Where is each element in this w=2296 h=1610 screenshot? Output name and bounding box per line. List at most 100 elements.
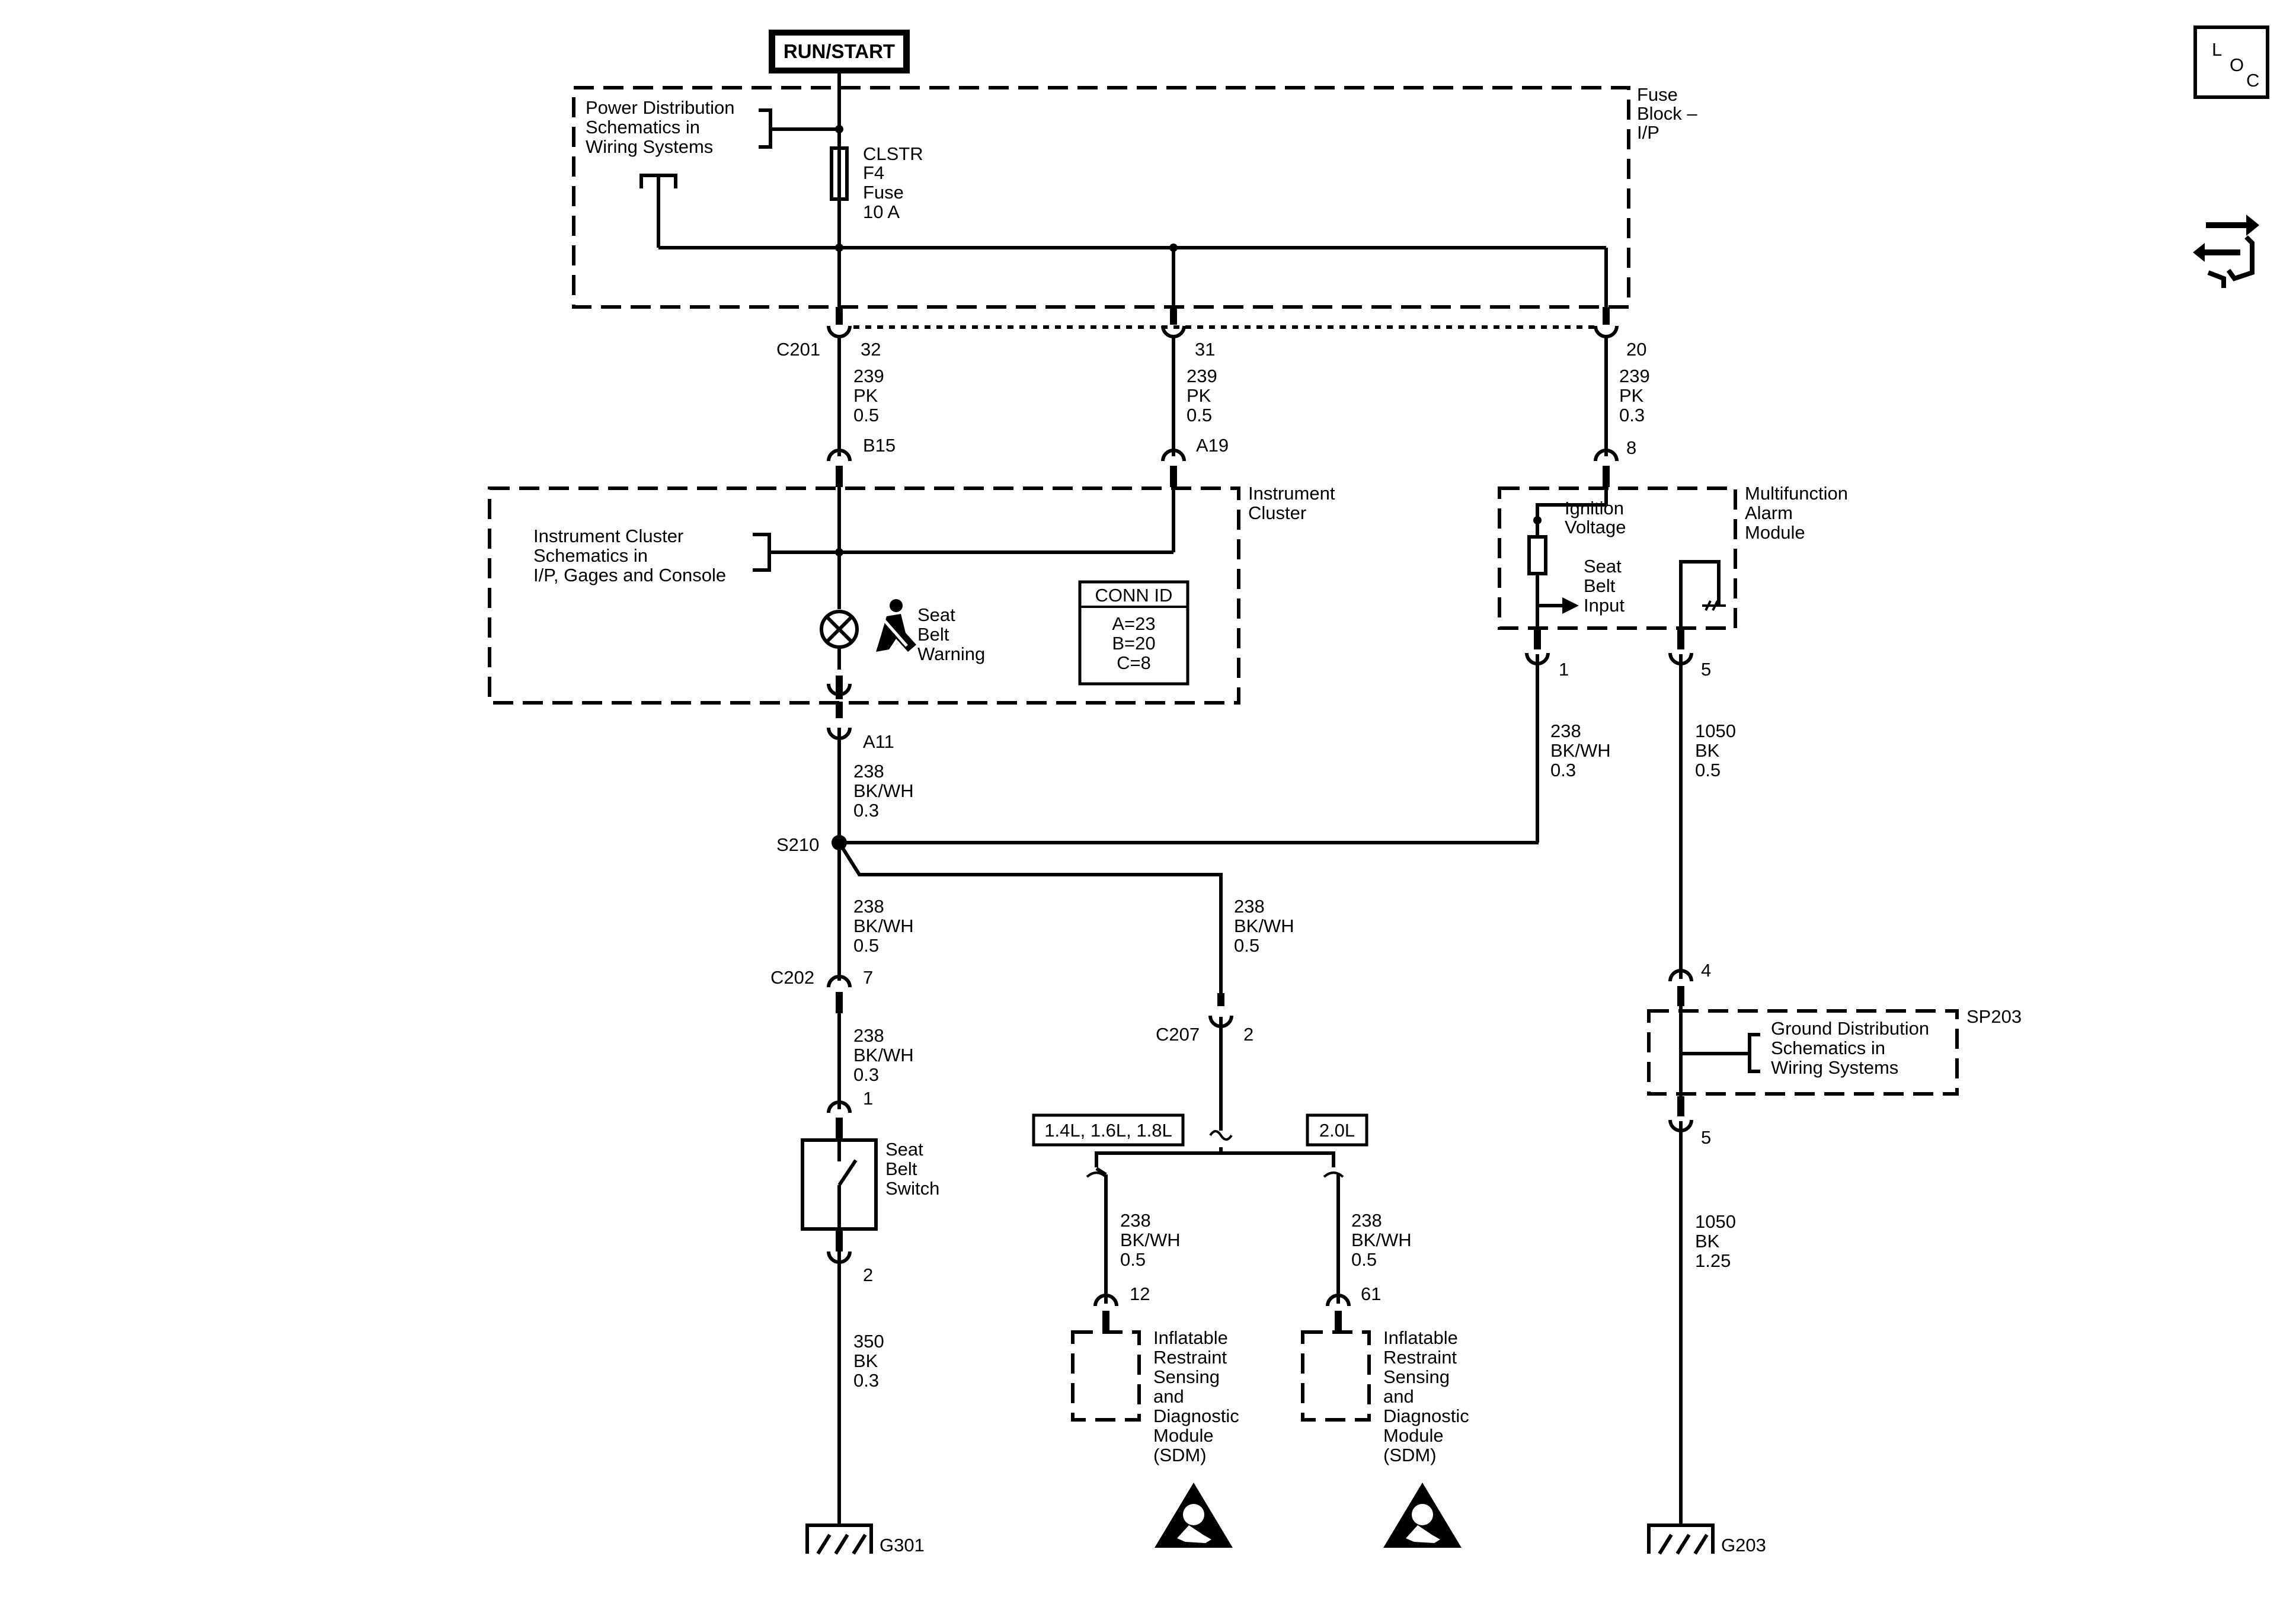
pin-a11: A11: [863, 731, 894, 752]
svg-text:0.3: 0.3: [853, 1370, 879, 1391]
sdm-left-label-3: Sensing: [1153, 1366, 1220, 1387]
sdm-right-label-3: Sensing: [1383, 1366, 1450, 1387]
seat-input-label-3: Input: [1584, 595, 1625, 616]
sdm-right-label-4: and: [1383, 1386, 1414, 1407]
wire-label-g203: 1050 BK 1.25: [1695, 1211, 1736, 1271]
cluster-title-2: Cluster: [1248, 502, 1306, 523]
splice-s210: S210: [776, 834, 1539, 1001]
svg-text:0.5: 0.5: [853, 935, 879, 956]
wire-label-s210-branch: 238 BK/WH 0.5: [1234, 896, 1294, 956]
conn-id-title: CONN ID: [1095, 585, 1173, 606]
connector-end-view-icon[interactable]: [2193, 215, 2259, 288]
svg-text:BK: BK: [853, 1350, 878, 1371]
svg-text:BK/WH: BK/WH: [853, 1045, 914, 1065]
switch-pin-top: 1: [863, 1088, 873, 1109]
ignition-label-2: Voltage: [1565, 517, 1626, 537]
svg-text:0.5: 0.5: [1695, 760, 1721, 780]
conn-id-box: CONN ID A=23 B=20 C=8: [1078, 580, 1189, 686]
svg-text:239: 239: [853, 366, 884, 386]
loc-icon[interactable]: L O C: [2193, 25, 2269, 99]
mam-title-1: Multifunction: [1745, 483, 1848, 504]
multifunction-alarm-module: 8 Ignition Voltage Seat Belt Input Multi…: [1498, 437, 1848, 680]
svg-text:238: 238: [1234, 896, 1265, 917]
sdm-right-label-6: Module: [1383, 1425, 1444, 1446]
sdm-left-label-6: Module: [1153, 1425, 1214, 1446]
ground-icon-g203: G203: [1647, 1523, 1766, 1555]
mam-title-3: Module: [1745, 522, 1805, 543]
svg-text:238: 238: [853, 761, 884, 782]
airbag-warning-icon: [1383, 1483, 1462, 1548]
svg-text:0.3: 0.3: [853, 800, 879, 821]
svg-text:0.3: 0.3: [1619, 405, 1645, 425]
svg-text:BK/WH: BK/WH: [853, 916, 914, 936]
svg-text:0.3: 0.3: [853, 1064, 879, 1085]
lamp-label-3: Warning: [917, 644, 985, 664]
lamp-label-1: Seat: [917, 604, 955, 625]
svg-text:238: 238: [1351, 1210, 1382, 1231]
wire-label-mam-pin5: 1050 BK 0.5: [1695, 721, 1736, 780]
c201-pin-31: 31: [1195, 339, 1215, 360]
svg-text:238: 238: [1120, 1210, 1151, 1231]
conn-id-a: A=23: [1112, 613, 1155, 634]
engine-option-left: 1.4L, 1.6L, 1.8L: [1032, 1113, 1185, 1147]
svg-text:0.5: 0.5: [1120, 1249, 1146, 1270]
loc-letter-c: C: [2246, 70, 2259, 91]
wire-label-c202-down: 238 BK/WH 0.3: [853, 1025, 914, 1085]
sdm-left-label-7: (SDM): [1153, 1445, 1207, 1465]
svg-text:1050: 1050: [1695, 1211, 1736, 1232]
fuse-block-title-3: I/P: [1637, 122, 1659, 143]
svg-text:0.5: 0.5: [1351, 1249, 1377, 1270]
fuse-label-2: F4: [863, 162, 884, 183]
svg-text:BK/WH: BK/WH: [1351, 1230, 1412, 1250]
conn-id-b: B=20: [1112, 633, 1155, 654]
cluster-ref-3: I/P, Gages and Console: [533, 565, 726, 585]
sp203-ref-1: Ground Distribution: [1771, 1018, 1929, 1039]
ignition-label-1: Ignition: [1565, 498, 1624, 518]
seat-belt-icon: [876, 599, 916, 652]
conn-id-c: C=8: [1117, 652, 1151, 673]
power-ref-3: Wiring Systems: [586, 136, 713, 157]
fuse-label-4: 10 A: [863, 201, 900, 222]
svg-text:BK/WH: BK/WH: [1550, 740, 1611, 761]
svg-text:1.25: 1.25: [1695, 1250, 1731, 1271]
cluster-ref-1: Instrument Cluster: [533, 526, 683, 546]
ground-g301-label: G301: [880, 1535, 925, 1555]
wire-label-31: 239 PK 0.5: [1187, 366, 1217, 425]
svg-text:PK: PK: [1619, 385, 1644, 406]
svg-text:BK/WH: BK/WH: [1120, 1230, 1181, 1250]
c207-label: C207: [1156, 1024, 1200, 1045]
svg-text:238: 238: [1550, 721, 1581, 741]
svg-text:350: 350: [853, 1331, 884, 1352]
wire-label-a11: 238 BK/WH 0.3: [853, 761, 914, 821]
engine-right-label: 2.0L: [1319, 1120, 1355, 1141]
sp203-label: SP203: [1966, 1006, 2022, 1027]
svg-text:BK/WH: BK/WH: [1234, 916, 1294, 936]
seat-input-label-2: Belt: [1584, 575, 1616, 596]
svg-text:0.3: 0.3: [1550, 760, 1576, 780]
sdm-left-label-4: and: [1153, 1386, 1184, 1407]
power-ref-1: Power Distribution: [586, 97, 735, 118]
c201-label: C201: [776, 339, 820, 360]
wire-label-s210-down: 238 BK/WH 0.5: [853, 896, 914, 956]
sp203-ref-3: Wiring Systems: [1771, 1057, 1898, 1078]
wire-label-switch-ground: 350 BK 0.3: [853, 1331, 884, 1391]
sdm-right-label-2: Restraint: [1383, 1347, 1457, 1368]
svg-text:1050: 1050: [1695, 721, 1736, 741]
loc-letter-o: O: [2230, 55, 2244, 75]
svg-text:PK: PK: [1187, 385, 1211, 406]
c207-pin: 2: [1243, 1024, 1253, 1045]
svg-text:239: 239: [1187, 366, 1217, 386]
wire-label-20: 239 PK 0.3: [1619, 366, 1650, 425]
bulb-icon: [820, 610, 859, 649]
supply-label: RUN/START: [784, 40, 895, 62]
c202-label: C202: [770, 967, 814, 988]
switch-label-3: Switch: [885, 1178, 939, 1199]
switch-pin-bottom: 2: [863, 1265, 873, 1285]
sdm-right-pin: 61: [1361, 1283, 1381, 1304]
switch-label-2: Belt: [885, 1158, 917, 1179]
svg-text:0.5: 0.5: [853, 405, 879, 425]
wire-label-mam-pin1: 238 BK/WH 0.3: [1550, 721, 1611, 780]
sdm-module-right: 61 Inflatable Restraint Sensing and Diag…: [1301, 1283, 1469, 1548]
seat-belt-switch: 1 Seat Belt Switch 2: [801, 1088, 939, 1285]
connector-c202: C202 7: [770, 967, 873, 1013]
